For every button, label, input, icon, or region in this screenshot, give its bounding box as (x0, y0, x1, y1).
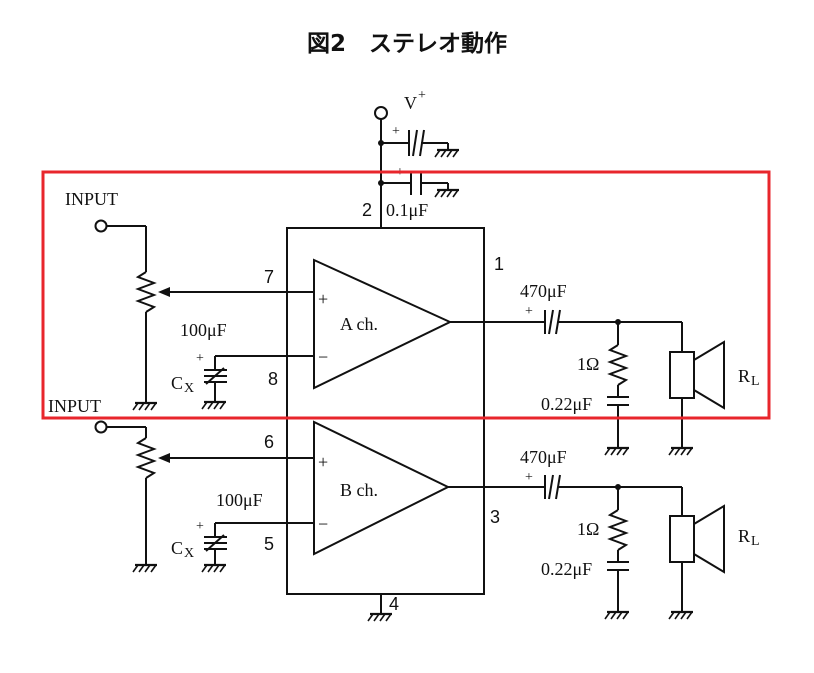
vplus-superscript: + (418, 88, 426, 103)
zobel-resistor-a (607, 344, 629, 386)
rl-a-label: R (738, 366, 750, 386)
cx-a-plus: + (196, 351, 204, 366)
output-cap-a-plus: + (525, 304, 533, 319)
amp-a-minus: − (318, 347, 328, 367)
zobel-cap-b-label: 0.22μF (541, 559, 592, 579)
ic-package (286, 227, 485, 595)
power-supply: V + + + 2 0.1μF (362, 88, 461, 228)
pin-3-label: 3 (490, 507, 500, 527)
output-cap-a-label: 470μF (520, 281, 567, 301)
cap-01-label: 0.1μF (386, 200, 428, 220)
cx-a-subscript: X (184, 381, 194, 396)
cx-b-value: 100μF (216, 490, 263, 510)
pin-2-label: 2 (362, 200, 372, 220)
rl-b-label: R (738, 526, 750, 546)
output-cap-b-label: 470μF (520, 447, 567, 467)
cx-a-label: C (171, 373, 183, 393)
input-a-label: INPUT (65, 189, 118, 209)
amp-a-label: A ch. (340, 314, 378, 334)
amp-b-plus: + (318, 452, 328, 472)
pin-5-label: 5 (264, 534, 274, 554)
figure-title: 図2 ステレオ動作 (306, 31, 507, 57)
output-cap-b-plus: + (525, 470, 533, 485)
input-a-terminal (94, 219, 108, 233)
pin-4-label: 4 (389, 594, 399, 614)
amplifier-a (313, 258, 453, 390)
rl-a-subscript: L (751, 374, 760, 389)
pin-6-label: 6 (264, 432, 274, 452)
speaker-a (669, 351, 695, 399)
supply-cap-plus: + (392, 124, 400, 139)
input-b-label: INPUT (48, 396, 101, 416)
volume-pot-a (135, 271, 157, 313)
zobel-cap-a-label: 0.22μF (541, 394, 592, 414)
input-b-terminal (94, 420, 108, 434)
res-b-label: 1Ω (577, 519, 599, 539)
amp-b-label: B ch. (340, 480, 378, 500)
amp-a-plus: + (318, 289, 328, 309)
cx-b-label: C (171, 538, 183, 558)
cx-a-value: 100μF (180, 320, 227, 340)
amplifier-b (313, 420, 451, 556)
cx-b-plus: + (196, 519, 204, 534)
rl-b-subscript: L (751, 534, 760, 549)
channel-b: B ch. + − INPUT 6 5 100μF + C X (48, 396, 760, 621)
res-a-label: 1Ω (577, 354, 599, 374)
zobel-resistor-b (607, 509, 629, 551)
highlight-box (41, 170, 771, 420)
pin-8-label: 8 (268, 369, 278, 389)
pin-7-label: 7 (264, 267, 274, 287)
pin-1-label: 1 (494, 254, 504, 274)
channel-a: A ch. + − INPUT 7 8 100μF + C X (65, 189, 760, 457)
vplus-terminal (374, 106, 388, 120)
vplus-label: V (404, 93, 417, 113)
cx-b-subscript: X (184, 546, 194, 561)
speaker-b (669, 515, 695, 563)
amp-b-minus: − (318, 514, 328, 534)
volume-pot-b (135, 437, 157, 479)
